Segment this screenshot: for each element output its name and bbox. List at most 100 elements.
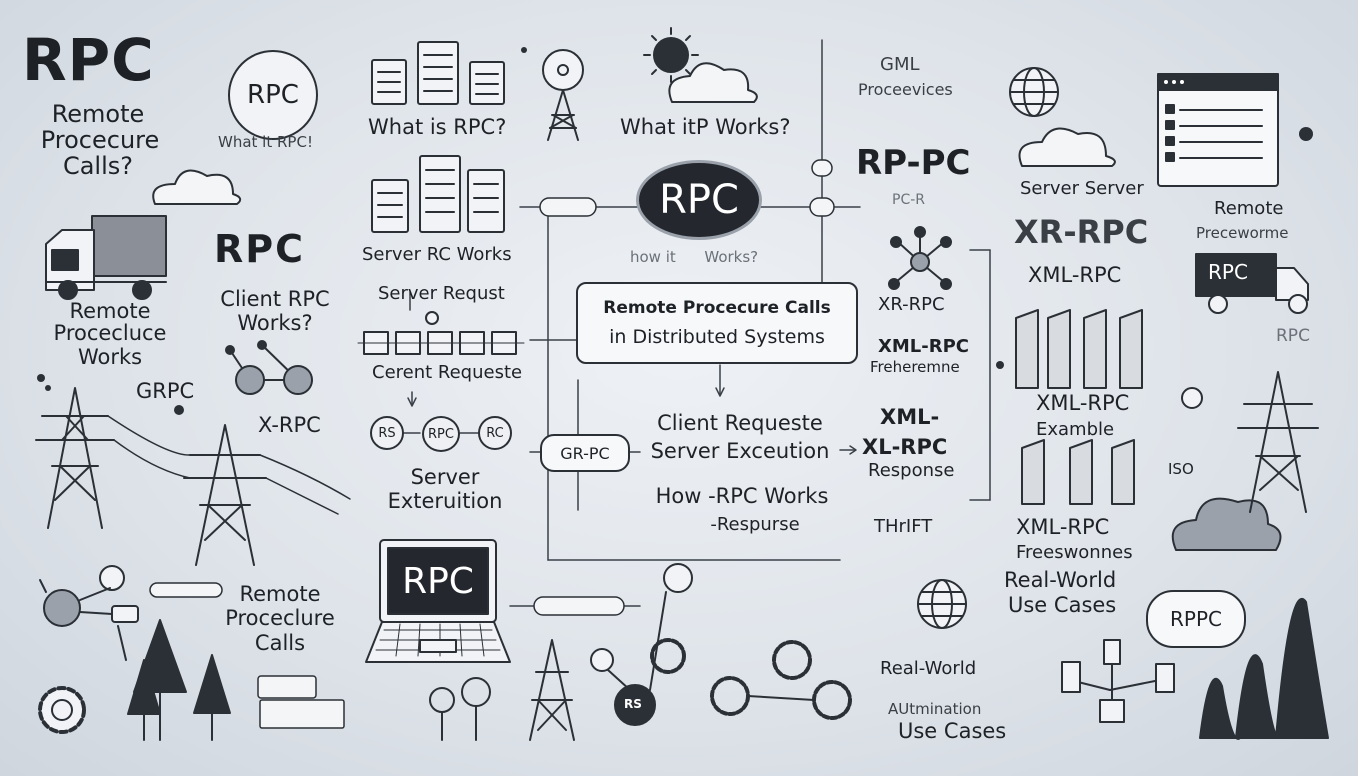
laptop-screen-label: RPC — [402, 560, 474, 602]
subtitle-line-3: Calls? — [62, 152, 134, 180]
real-world-label: Real-World — [880, 658, 977, 679]
freeswonnes-label: Freeswonnes — [1016, 542, 1133, 563]
remote-calls-line-3: Calls — [254, 631, 306, 655]
rpc-circle-badge: RPC — [228, 50, 318, 140]
remote-works-line-1: Remote — [69, 299, 151, 323]
cerent-requeste-label: Cerent Requeste — [372, 362, 523, 383]
gr-pc-label: GR-PC — [560, 443, 610, 463]
laptop — [365, 539, 511, 663]
server-rc-works-label: Server RC Works — [362, 244, 512, 265]
rpc-small-label: RPC — [1276, 326, 1310, 346]
cloud-right-bottom — [1171, 497, 1282, 551]
respurse-label: -Respurse — [710, 514, 800, 535]
power-tower-right — [1181, 371, 1319, 513]
use-cases-right-label: Use Cases — [1008, 593, 1117, 617]
xr-rpc-label: XR-RPC — [878, 294, 945, 315]
remote-right-label: Remote — [1214, 198, 1284, 219]
cloud-right-top — [1018, 127, 1116, 167]
server-server-label: Server Server — [1020, 178, 1144, 199]
rppc-badge[interactable]: RPPC — [1146, 590, 1246, 648]
node-rpc-label: RPC — [428, 426, 454, 442]
what-it-works-label: What itP Works? — [620, 115, 791, 139]
xml-rpc-3-label: XML-RPC — [1016, 515, 1110, 539]
xml-rpc-right-label: XML-RPC — [1028, 263, 1122, 287]
node-rc: RC — [478, 416, 512, 450]
power-towers-left — [35, 387, 351, 566]
xr-rpc-large-label: XR-RPC — [1014, 213, 1149, 251]
antenna-tower-top — [542, 49, 584, 141]
truck-left — [45, 215, 167, 300]
client-requeste-label: Client Requeste — [657, 411, 823, 435]
server-exteruation-line-1: Server — [410, 465, 480, 489]
main-title: RPC — [22, 26, 155, 94]
thrift-label: THrIFT — [874, 516, 933, 537]
server-racks-right — [1015, 309, 1143, 505]
xml-dash-label: XML- — [880, 405, 940, 429]
bottom-center-icons — [429, 563, 852, 741]
grpc-label: GRPC — [136, 379, 195, 403]
globe-bottom — [917, 579, 967, 629]
mountains-bottom-right — [1199, 597, 1329, 740]
rpc-mid-label: RPC — [214, 227, 305, 271]
server-request-label: Server Requst — [378, 283, 505, 304]
remote-calls-line-1: Remote — [239, 582, 321, 606]
node-chain-bottom-right — [1061, 639, 1175, 723]
gr-pc-pill[interactable]: GR-PC — [540, 434, 630, 472]
examble-label: Examble — [1036, 419, 1115, 440]
rppc-badge-label: RPPC — [1170, 607, 1222, 631]
node-network — [888, 226, 952, 290]
gear-bottom-left — [38, 686, 86, 734]
bottom-node-label: RS — [624, 697, 642, 711]
what-is-rpc-label: What is RPC? — [368, 115, 507, 139]
connected-nodes-left — [225, 340, 313, 395]
main-box-line-2: in Distributed Systems — [609, 326, 825, 348]
xrpc-label: X-RPC — [258, 413, 321, 437]
iso-label: ISO — [1168, 460, 1194, 478]
client-rpc-line-2: Works? — [237, 311, 313, 335]
globe-top-right — [1009, 67, 1059, 117]
small-connector-pills — [149, 159, 835, 729]
how-rpc-works-label: How -RPC Works — [655, 484, 829, 508]
gml-label: GML — [880, 54, 920, 75]
freheremne-label: Freheremne — [870, 358, 960, 376]
rpc-circle-label: RPC — [247, 80, 299, 110]
node-rc-label: RC — [486, 425, 504, 441]
decorative-dots — [37, 47, 1313, 415]
rp-pc-label: RP-PC — [856, 143, 971, 183]
real-world-right-label: Real-World — [1004, 568, 1117, 592]
node-rs: RS — [370, 416, 404, 450]
trees-bottom-left — [127, 619, 231, 741]
truck-rpc-label: RPC — [1208, 260, 1248, 284]
node-rpc: RPC — [422, 416, 460, 452]
what-it-rpc-label: What it RPC! — [218, 133, 313, 151]
client-rpc-line-1: Client RPC — [220, 287, 330, 311]
server-exteruation-line-2: Exteruition — [387, 489, 503, 513]
autmination-label: AUtmination — [888, 700, 982, 718]
browser-window — [1157, 73, 1279, 187]
node-rs-label: RS — [378, 425, 396, 441]
central-rpc-oval[interactable]: RPC — [636, 160, 762, 240]
main-concept-box[interactable]: Remote Procecure Calls in Distributed Sy… — [576, 282, 858, 364]
remote-works-line-3: Works — [77, 345, 143, 369]
xml-rpc-label: XML-RPC — [878, 336, 969, 357]
central-rpc-oval-label: RPC — [659, 177, 739, 223]
xml-rpc-2-label: XML-RPC — [1036, 391, 1130, 415]
preceworme-label: Preceworme — [1196, 224, 1289, 242]
truck-right — [1195, 253, 1309, 314]
request-box-row — [357, 311, 525, 355]
remote-works-line-2: Procecluce — [53, 321, 167, 345]
sun-and-cloud — [643, 27, 758, 103]
server-execution-label: Server Exceution — [650, 439, 830, 463]
proceevices-label: Proceevices — [858, 80, 953, 99]
xl-rpc-label: XL-RPC — [862, 435, 948, 459]
server-racks-middle — [371, 155, 505, 233]
cloud-left — [152, 169, 242, 205]
use-cases-label: Use Cases — [898, 719, 1007, 743]
response-label: Response — [868, 460, 955, 481]
remote-calls-line-2: Proceclure — [225, 606, 335, 630]
how-it-works-label: how it Works? — [630, 248, 759, 266]
subtitle-line-1: Remote — [51, 100, 145, 128]
main-box-line-1: Remote Procecure Calls — [603, 298, 831, 318]
pc-r-label: PC-R — [892, 192, 925, 208]
